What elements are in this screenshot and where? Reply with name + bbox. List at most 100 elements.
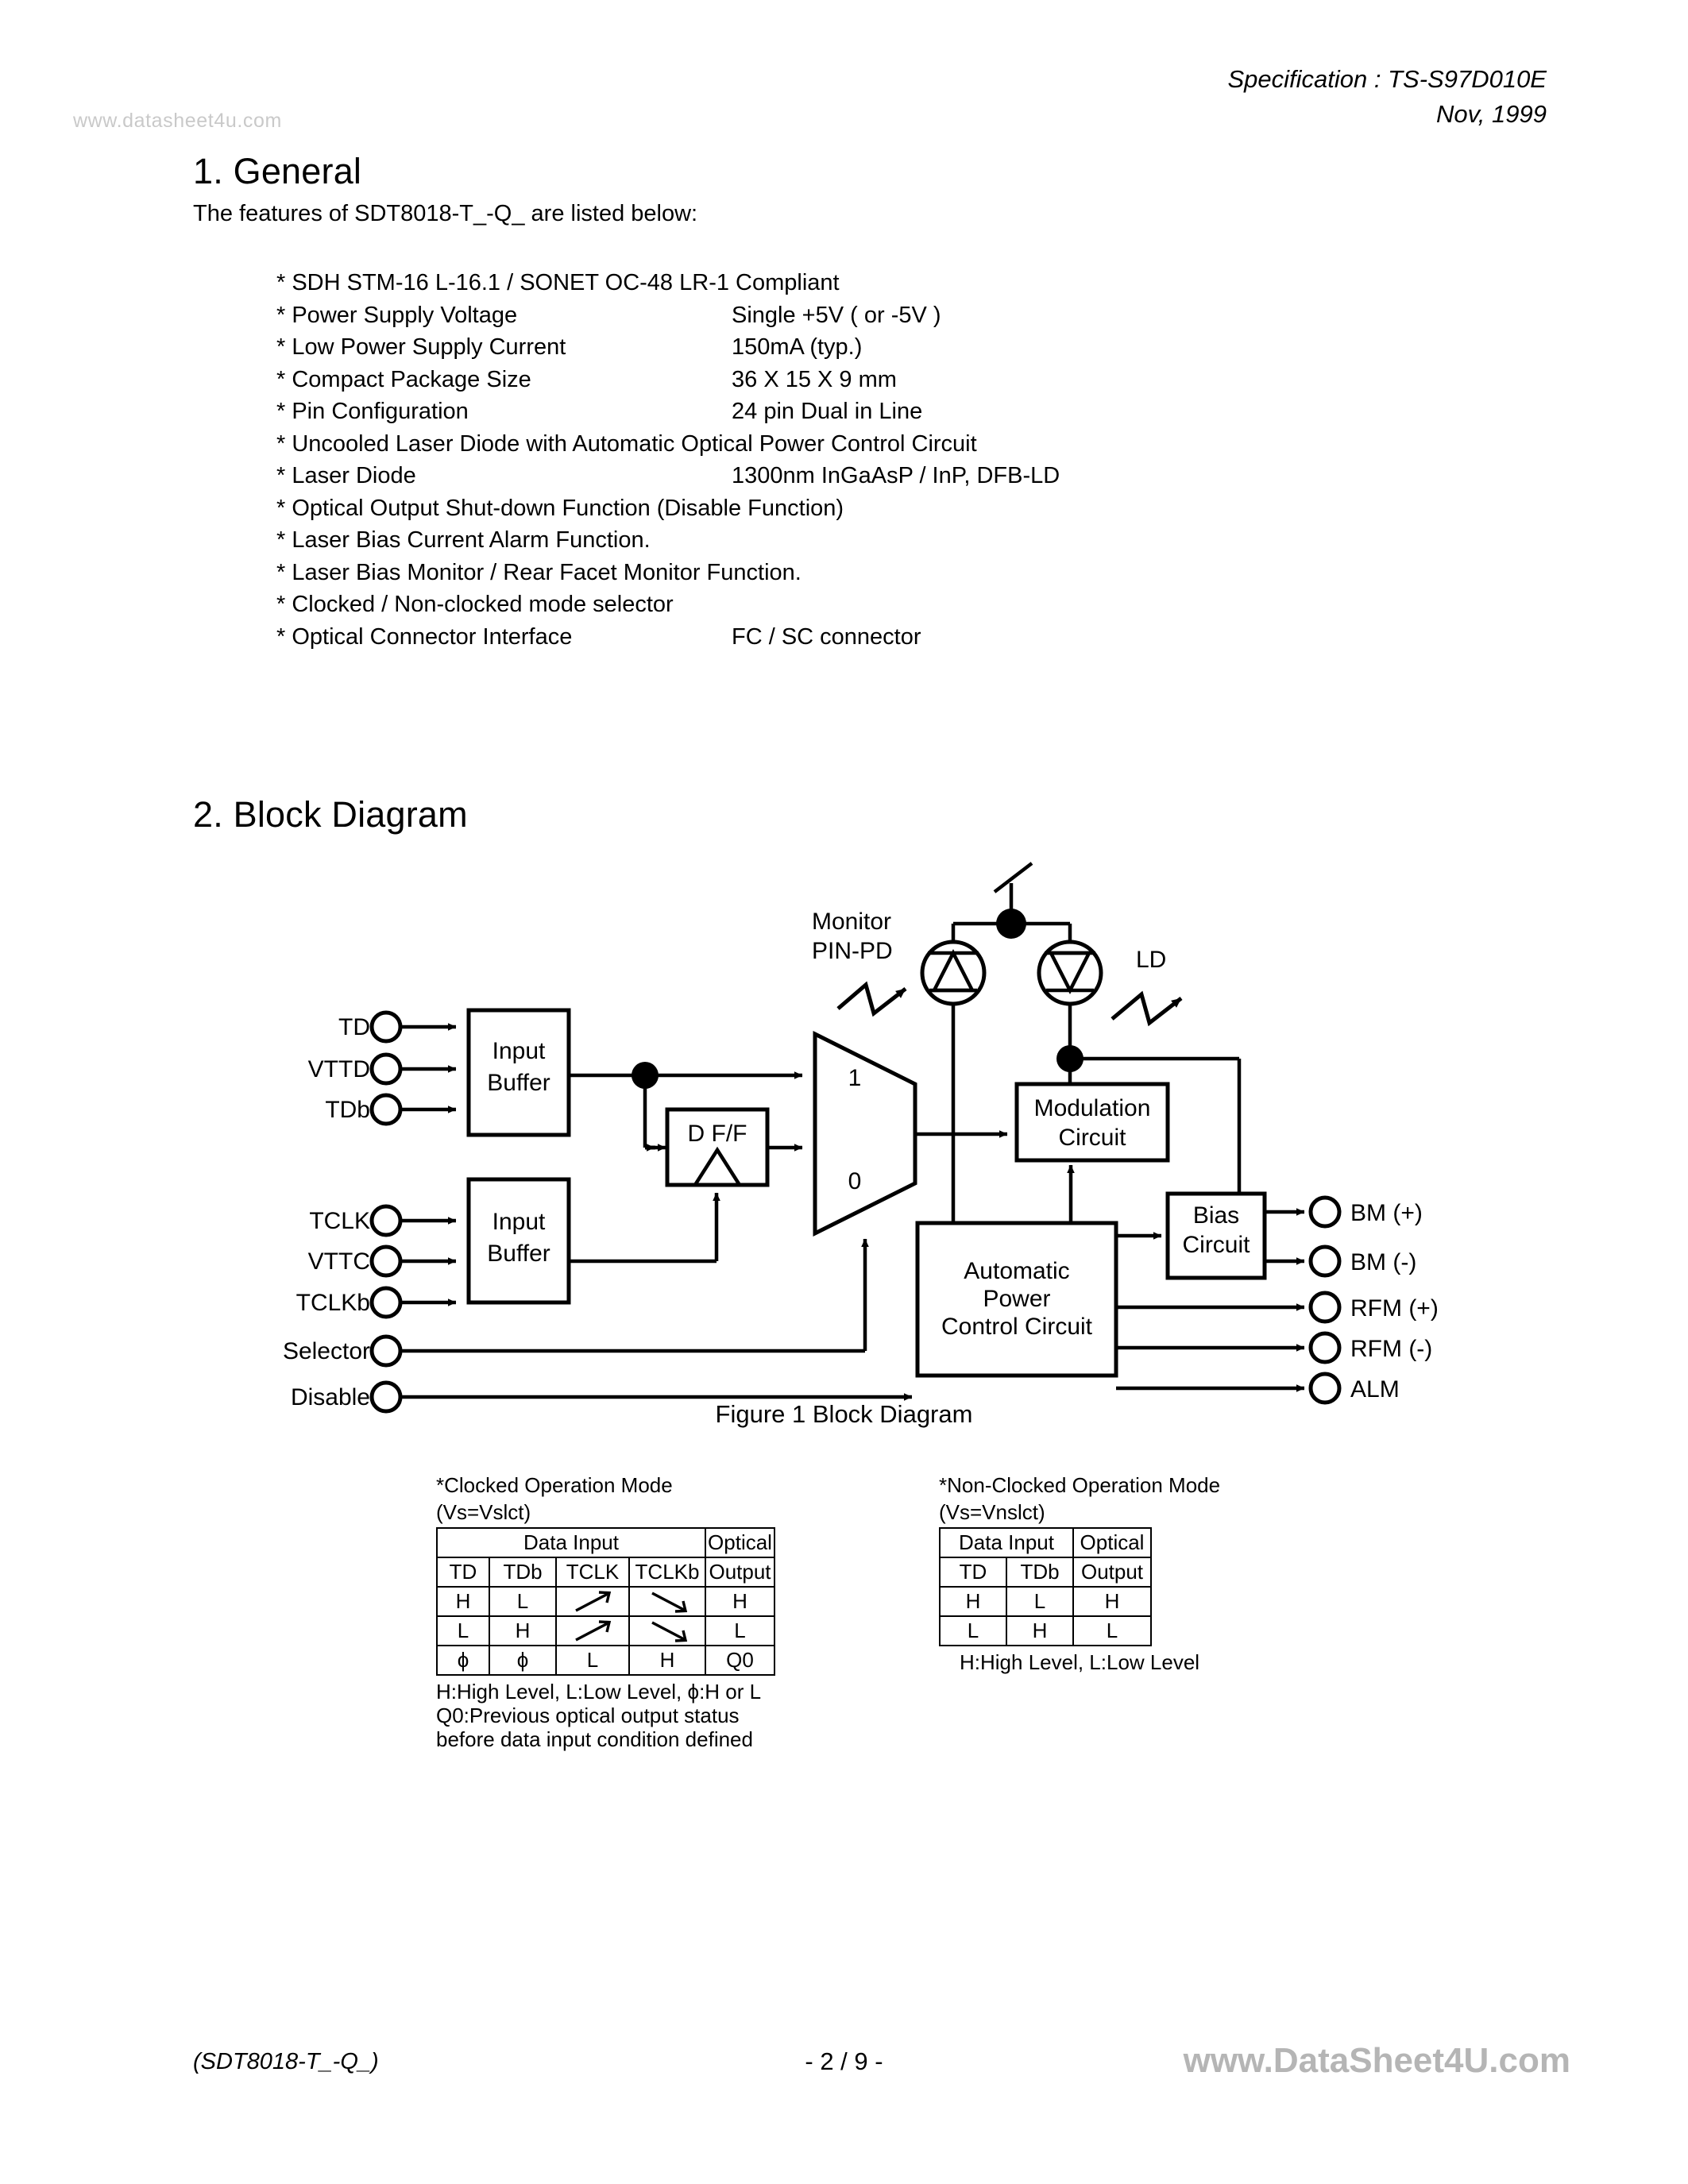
header-optical-line1: Optical: [1072, 1527, 1152, 1558]
cell-tdb: L: [1006, 1586, 1074, 1617]
apc-label-line3: Control Circuit: [941, 1314, 1093, 1340]
table-header-row: TD TDb TCLK TCLKb Output: [436, 1557, 775, 1588]
bias-circuit-label-line1: Bias: [1193, 1202, 1239, 1229]
pin-label-alm: ALM: [1350, 1376, 1400, 1403]
list-item: * Laser Bias Monitor / Rear Facet Monito…: [276, 557, 977, 589]
bias-circuit-label-line2: Circuit: [1182, 1232, 1250, 1258]
footer-part-number: (SDT8018-T_-Q_): [193, 2049, 379, 2074]
clocked-mode-table-block: *Clocked Operation Mode (Vs=Vslct) Data …: [436, 1473, 775, 1751]
pin-label-tclkb: TCLKb: [296, 1290, 370, 1316]
table-row: ϕ ϕ L H Q0: [436, 1645, 775, 1676]
apc-label-line2: Power: [983, 1286, 1050, 1312]
cell-optical-output: H: [705, 1586, 775, 1617]
cell-tdb: H: [1006, 1615, 1074, 1646]
list-item: * SDH STM-16 L-16.1 / SONET OC-48 LR-1 C…: [276, 267, 977, 299]
rising-edge-arrow-icon: [555, 1615, 630, 1646]
pin-label-disable: Disable: [291, 1384, 370, 1410]
cell-td: H: [939, 1586, 1007, 1617]
feature-text: * Clocked / Non-clocked mode selector: [276, 592, 674, 617]
feature-text: * SDH STM-16 L-16.1 / SONET OC-48 LR-1 C…: [276, 270, 840, 295]
document-header: Specification : TS-S97D010E Nov, 1999: [1228, 62, 1547, 132]
table-row: L H L: [939, 1615, 1152, 1646]
section-heading-general: 1. General: [193, 151, 362, 191]
section-heading-block-diagram: 2. Block Diagram: [193, 794, 468, 835]
date-label: Nov, 1999: [1435, 100, 1547, 129]
note-line: before data input condition defined: [436, 1727, 753, 1751]
input-buffer-2-label-line1: Input: [492, 1209, 546, 1235]
cell-tclk: L: [555, 1645, 630, 1676]
monitor-pin-pd-label-line1: Monitor: [812, 909, 891, 935]
header-optical-line2: Output: [1072, 1557, 1152, 1588]
column-header-td: TD: [939, 1557, 1007, 1588]
pin-label-tclk: TCLK: [309, 1208, 370, 1234]
column-header-tclk: TCLK: [555, 1557, 630, 1588]
note-line: Q0:Previous optical output status: [436, 1704, 740, 1727]
feature-text: * Laser Bias Current Alarm Function.: [276, 527, 651, 553]
block-diagram: TD VTTD TDb TCLK VTTC TCLKb Selector Dis…: [0, 826, 1688, 1414]
pin-label-vttc: VTTC: [308, 1248, 370, 1275]
figure-caption: Figure 1 Block Diagram: [715, 1400, 973, 1428]
table-header-row: TD TDb Output: [939, 1557, 1152, 1588]
list-item: * Clocked / Non-clocked mode selector: [276, 588, 977, 621]
cell-optical-output: L: [705, 1615, 775, 1646]
modulation-circuit-label-line1: Modulation: [1034, 1095, 1151, 1121]
header-optical-line1: Optical: [705, 1527, 775, 1558]
non-clocked-mode-table-block: *Non-Clocked Operation Mode (Vs=Vnslct) …: [939, 1473, 1220, 1674]
list-item: * Optical Output Shut-down Function (Dis…: [276, 492, 977, 525]
feature-text: * Optical Output Shut-down Function (Dis…: [276, 495, 844, 521]
input-buffer-2-label-line2: Buffer: [487, 1241, 550, 1267]
table-header-row: Data Input Optical: [939, 1527, 1152, 1558]
modulation-circuit-label-line2: Circuit: [1058, 1125, 1126, 1151]
pin-label-tdb: TDb: [325, 1097, 370, 1123]
feature-text: * Low Power Supply Current: [276, 334, 566, 360]
cell-tdb: L: [489, 1586, 557, 1617]
feature-text: * Compact Package Size: [276, 366, 531, 392]
cell-optical-output: Q0: [705, 1645, 775, 1676]
feature-text: * Optical Connector Interface: [276, 623, 573, 650]
list-item: * Uncooled Laser Diode with Automatic Op…: [276, 428, 977, 461]
feature-text: * Power Supply Voltage: [276, 302, 518, 328]
monitor-pin-pd-label-line2: PIN-PD: [812, 938, 893, 964]
clocked-mode-table: Data Input Optical TD TDb TCLK TCLKb Out…: [436, 1527, 775, 1676]
feature-value: 150mA (typ.): [732, 334, 863, 360]
table-row: H L H: [939, 1586, 1152, 1617]
column-header-tclkb: TCLKb: [628, 1557, 706, 1588]
non-clocked-table-title-line2: (Vs=Vnslct): [939, 1500, 1045, 1524]
feature-value: FC / SC connector: [732, 623, 921, 650]
cell-tdb: H: [489, 1615, 557, 1646]
pin-label-vttd: VTTD: [308, 1056, 370, 1082]
mux-select-1-label: 1: [848, 1065, 862, 1091]
pin-label-bm-minus: BM (-): [1350, 1249, 1416, 1275]
cell-td: L: [436, 1615, 490, 1646]
cell-td: L: [939, 1615, 1007, 1646]
block-diagram-svg: TD VTTD TDb TCLK VTTC TCLKb Selector Dis…: [283, 862, 1439, 1414]
clocked-table-title-line2: (Vs=Vslct): [436, 1500, 531, 1524]
mux-select-0-label: 0: [848, 1168, 862, 1194]
cell-tclkb: H: [628, 1645, 706, 1676]
pin-label-rfm-minus: RFM (-): [1350, 1336, 1432, 1362]
falling-edge-arrow-icon: [628, 1615, 706, 1646]
falling-edge-arrow-icon: [628, 1586, 706, 1617]
feature-value: 1300nm InGaAsP / InP, DFB-LD: [732, 463, 1060, 488]
clocked-table-title-line1: *Clocked Operation Mode: [436, 1473, 673, 1497]
column-header-td: TD: [436, 1557, 490, 1588]
non-clocked-table-notes: H:High Level, L:Low Level: [939, 1650, 1220, 1674]
rising-edge-arrow-icon: [555, 1586, 630, 1617]
table-row: H L H: [436, 1586, 775, 1617]
column-header-tdb: TDb: [489, 1557, 557, 1588]
apc-label-line1: Automatic: [964, 1258, 1069, 1284]
list-item: * Laser Diode 1300nm InGaAsP / InP, DFB-L…: [276, 460, 1060, 492]
feature-text: * Laser Diode: [276, 463, 416, 488]
table-row: L H L: [436, 1615, 775, 1646]
pin-label-selector: Selector: [283, 1338, 370, 1364]
ld-label: LD: [1136, 947, 1166, 973]
list-item: * Optical Connector Interface FC / SC con…: [276, 621, 977, 654]
specification-label: Specification : TS-S97D010E: [1227, 65, 1547, 93]
feature-text: * Pin Configuration: [276, 399, 469, 424]
feature-text: * Uncooled Laser Diode with Automatic Op…: [276, 430, 977, 457]
cell-td: H: [436, 1586, 490, 1617]
column-header-tdb: TDb: [1006, 1557, 1074, 1588]
